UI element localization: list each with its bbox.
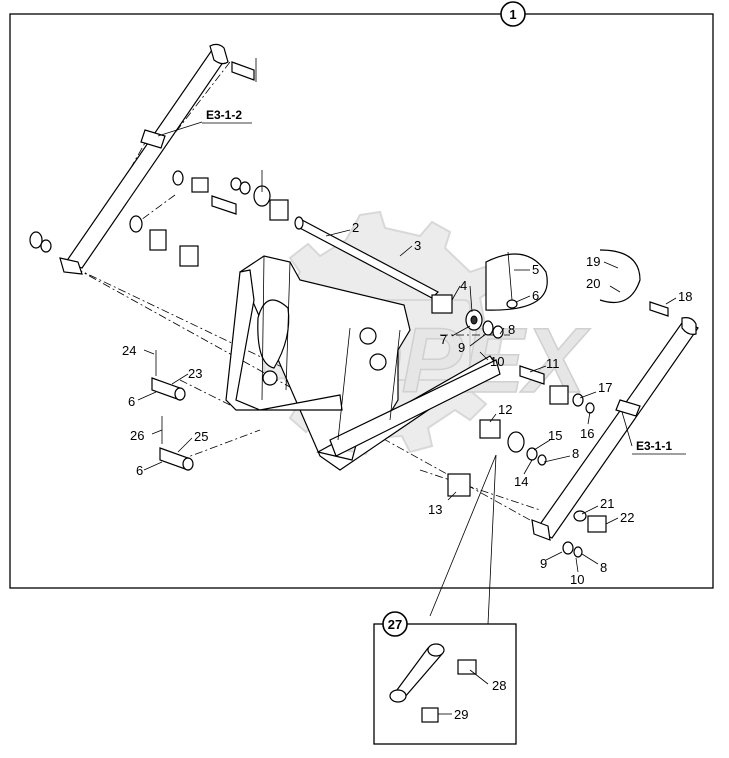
part-number-labels: 2 3 4 5 6 7 8 9 10 11 12 13 14 15 8 16 1…: [122, 220, 692, 722]
inset-frame: [373, 623, 517, 745]
label-3: 3: [414, 238, 421, 253]
left-pins: [151, 350, 194, 471]
label-11: 11: [546, 356, 560, 371]
label-8b: 8: [572, 446, 579, 461]
label-10b: 10: [570, 572, 584, 587]
bracket-body: [225, 255, 501, 471]
callout-main: 1: [500, 1, 526, 27]
label-17: 17: [598, 380, 612, 395]
ref-lower-arm: E3-1-1: [632, 439, 686, 455]
label-20: 20: [586, 276, 600, 291]
label-19: 19: [586, 254, 600, 269]
label-6a: 6: [532, 288, 539, 303]
leader-lines: [137, 121, 677, 715]
label-6c: 6: [136, 463, 143, 478]
label-6b: 6: [128, 394, 135, 409]
svg-text:E3-1-1: E3-1-1: [636, 439, 672, 453]
label-24: 24: [122, 343, 136, 358]
label-5: 5: [532, 262, 539, 277]
label-4: 4: [460, 278, 467, 293]
label-25: 25: [194, 429, 208, 444]
svg-text:E3-1-2: E3-1-2: [206, 108, 242, 122]
upper-bushings: [29, 58, 289, 267]
lower-link-arm: [531, 317, 699, 541]
upper-link-arm: [59, 43, 229, 275]
label-8a: 8: [508, 322, 515, 337]
svg-text:27: 27: [388, 617, 402, 632]
label-29: 29: [454, 707, 468, 722]
label-9b: 9: [540, 556, 547, 571]
label-10a: 10: [490, 354, 504, 369]
callout-inset: 27: [382, 611, 408, 637]
label-13: 13: [428, 502, 442, 517]
label-8c: 8: [600, 560, 607, 575]
label-15: 15: [548, 428, 562, 443]
label-2: 2: [352, 220, 359, 235]
label-28: 28: [492, 678, 506, 693]
shaft-2: [294, 216, 439, 299]
label-9a: 9: [458, 340, 465, 355]
ref-upper-arm: E3-1-2: [202, 108, 252, 124]
svg-text:1: 1: [509, 7, 516, 22]
label-21: 21: [600, 496, 614, 511]
inset-leader-lines: [429, 454, 497, 625]
label-22: 22: [620, 510, 634, 525]
main-frame: [9, 13, 714, 589]
label-16: 16: [580, 426, 594, 441]
label-26: 26: [130, 428, 144, 443]
label-23: 23: [188, 366, 202, 381]
label-18: 18: [678, 289, 692, 304]
label-14: 14: [514, 474, 528, 489]
inset-link-drawing: [389, 643, 477, 723]
label-12: 12: [498, 402, 512, 417]
right-bushings: [431, 249, 669, 558]
label-7: 7: [440, 332, 447, 347]
